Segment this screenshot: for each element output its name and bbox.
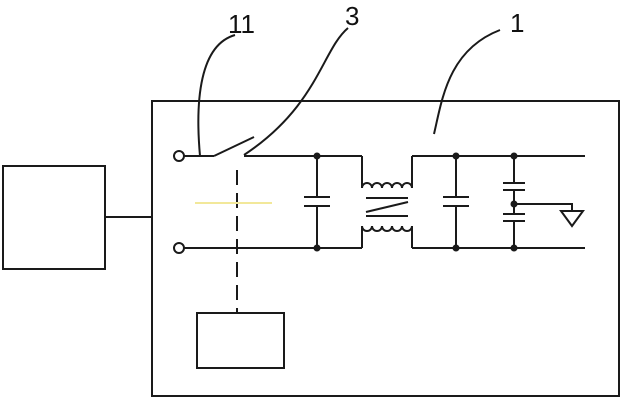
common-mode-choke (362, 156, 412, 248)
terminal-bottom (174, 243, 184, 253)
x-capacitor-1 (304, 156, 330, 248)
junction-dots (314, 153, 518, 252)
label-filter-ref: 1 (510, 8, 524, 38)
ground-symbol (561, 211, 583, 226)
terminal-top (174, 151, 184, 161)
leader-11 (198, 35, 235, 156)
leader-1 (434, 30, 500, 134)
ground-lead (514, 204, 572, 211)
actuator-box (197, 313, 284, 368)
label-switch-ref: 11 (228, 9, 255, 39)
leader-3 (244, 28, 348, 155)
external-source-box (3, 166, 105, 269)
x-capacitor-2 (443, 156, 469, 248)
label-actuator-ref: 3 (345, 1, 359, 31)
